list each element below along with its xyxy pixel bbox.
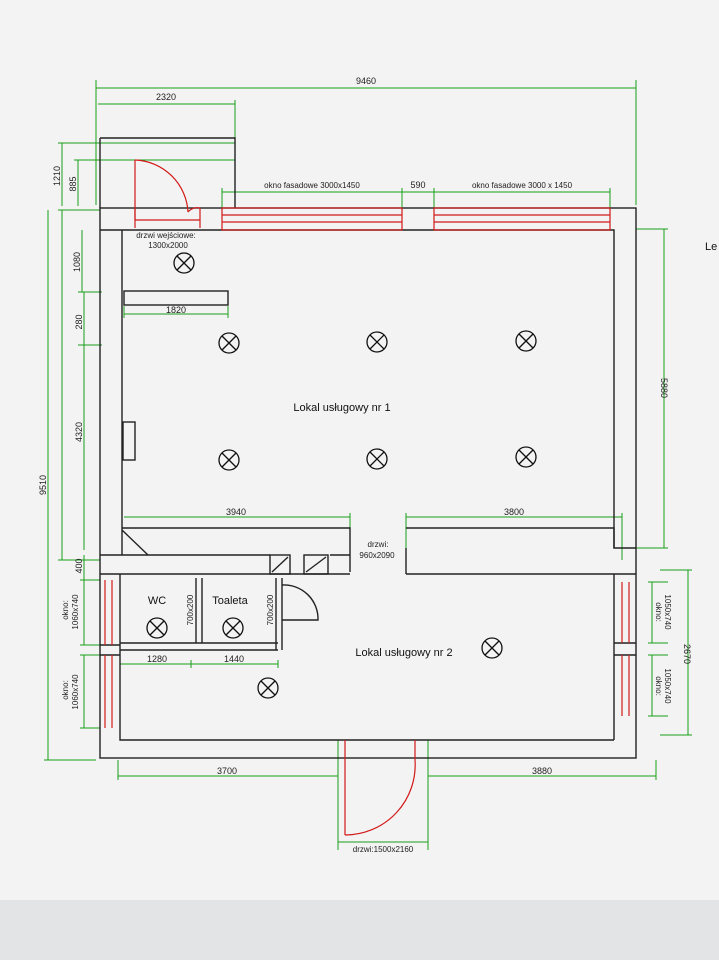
label-inner-door-2: 960x2090 — [359, 551, 395, 560]
walls — [99, 137, 637, 759]
label-entrance-door-2: 1300x2000 — [148, 241, 188, 250]
dim-left-400: 400 — [74, 558, 84, 573]
label-window-left-1: 1060x740 — [71, 594, 80, 630]
lamps — [146, 252, 537, 699]
label-okno-right-2: okno: — [654, 676, 663, 696]
edge-text: Le — [705, 241, 717, 253]
label-window-facade-left: okno fasadowe 3000x1450 — [264, 181, 360, 190]
dim-top-left: 2320 — [156, 92, 176, 102]
dim-left-1210: 1210 — [52, 166, 62, 186]
lamp-icon — [173, 252, 195, 274]
dim-right-2670: 2670 — [682, 644, 692, 664]
dim-wall-3940: 3940 — [226, 507, 246, 517]
label-window-right-1: 1050x740 — [663, 594, 672, 630]
lamp-icon — [481, 637, 503, 659]
label-okno-left-2: okno: — [61, 680, 70, 700]
dim-left-280: 280 — [74, 314, 84, 329]
dim-total-width: 9460 — [356, 76, 376, 86]
lamp-icon — [515, 330, 537, 352]
label-window-right-2: 1050x740 — [663, 668, 672, 704]
label-window-left-2: 1060x740 — [71, 674, 80, 710]
page-shadow-bottom — [0, 900, 719, 960]
dim-wall-3800: 3800 — [504, 507, 524, 517]
lamp-icon — [366, 448, 388, 470]
room-wc-label: WC — [148, 595, 166, 607]
label-okno-right-1: okno: — [654, 602, 663, 622]
dim-bottom-3700: 3700 — [217, 766, 237, 776]
room-1-label: Lokal usługowy nr 1 — [293, 402, 390, 414]
lamp-icon — [222, 617, 244, 639]
label-door-wc: 700x200 — [186, 594, 195, 625]
label-entrance-door-1: drzwi wejściowe: — [136, 231, 196, 240]
dim-left-4320: 4320 — [74, 422, 84, 442]
label-okno-left-1: okno: — [61, 600, 70, 620]
dim-partition-1820: 1820 — [166, 305, 186, 315]
dim-left-9510: 9510 — [38, 475, 48, 495]
dim-left-1080: 1080 — [72, 252, 82, 272]
dimension-lines — [44, 80, 692, 850]
lamp-icon — [146, 617, 168, 639]
lamp-icon — [218, 332, 240, 354]
dim-mid-590: 590 — [410, 180, 425, 190]
lamp-icon — [218, 449, 240, 471]
openings — [104, 159, 630, 836]
lamp-icon — [257, 677, 279, 699]
lamp-icon — [515, 446, 537, 468]
room-toaleta-label: Toaleta — [212, 595, 248, 607]
label-inner-door-1: drzwi: — [368, 540, 389, 549]
dim-bottom-3880: 3880 — [532, 766, 552, 776]
label-bottom-door: drzwi:1500x2160 — [353, 845, 414, 854]
toaleta-door-swing — [281, 584, 319, 621]
dim-left-885: 885 — [68, 176, 78, 191]
lamp-icon — [366, 331, 388, 353]
dim-wc-1280: 1280 — [147, 654, 167, 664]
label-door-toaleta: 700x200 — [266, 594, 275, 625]
dim-right-5880: 5880 — [659, 378, 669, 398]
dim-wc-1440: 1440 — [224, 654, 244, 664]
room-2-label: Lokal usługowy nr 2 — [355, 647, 452, 659]
label-window-facade-right: okno fasadowe 3000 x 1450 — [472, 181, 573, 190]
